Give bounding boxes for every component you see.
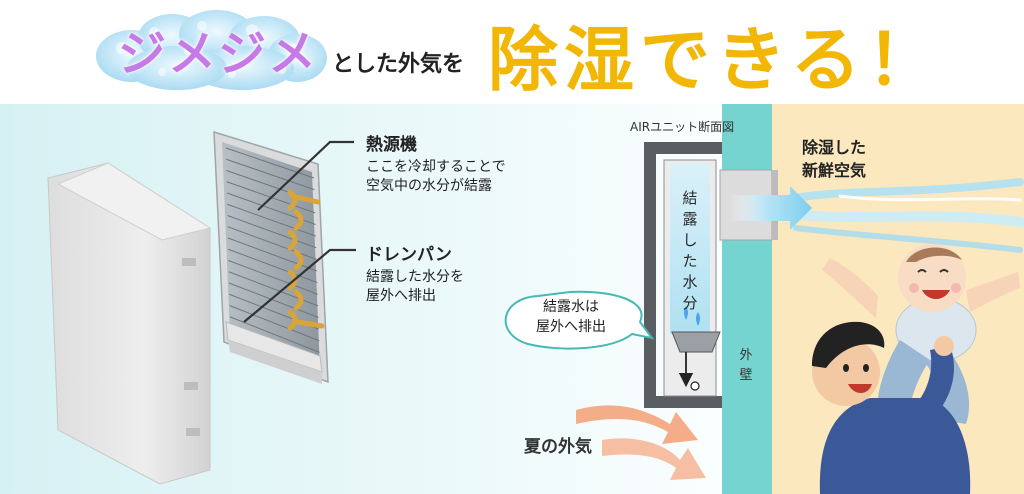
title-middle: とした外気を (332, 52, 465, 77)
fin-line (225, 147, 315, 179)
label-drain-pan-title: ドレンパン (366, 245, 452, 265)
fresh-air-arrow (728, 186, 812, 230)
fin-line (229, 305, 320, 342)
fin-line (227, 203, 317, 237)
copper-tube-bend (287, 189, 298, 211)
unit-cover (47, 162, 212, 485)
label-heat-source-title: 熱源機 (366, 135, 417, 155)
header: ジメジメ とした外気を 除湿できる！ (0, 0, 1024, 104)
wall-label: 外壁 (739, 348, 753, 383)
air-unit-section (644, 142, 722, 408)
outer-wall (722, 104, 772, 494)
fin-line (226, 158, 315, 191)
copper-pipe-inlet (289, 193, 321, 205)
bubble-line-2: 屋外へ排出 (536, 319, 606, 335)
copper-tube-bend (287, 309, 298, 331)
fin-line (227, 237, 318, 272)
summer-air-label: 夏の外気 (524, 437, 592, 457)
speech-bubble (504, 290, 655, 350)
cloud-shape (96, 10, 327, 90)
condensation-vertical-label: 結露した水分 (682, 189, 698, 312)
title-emphasis: 除湿できる！ (488, 19, 943, 101)
leader-heat-source (257, 140, 354, 211)
drain-pan (225, 321, 323, 384)
fin-line (228, 248, 318, 284)
fin-line (228, 282, 319, 318)
copper-pipe-outlet (295, 319, 325, 329)
copper-tube-bend (293, 249, 304, 271)
title-jimejime: ジメジメ (118, 26, 319, 82)
fresh-air-label: 除湿した 新鮮空気 (802, 136, 866, 182)
label-heat-source-desc-2: 空気中の水分が結露 (366, 178, 492, 194)
bubble-line-1: 結露水は (543, 299, 599, 315)
unit-section-title: AIRユニット断面図 (630, 120, 735, 134)
copper-tube-bend (293, 209, 304, 231)
fin-line (227, 226, 317, 260)
label-drain-pan-desc-1: 結露した水分を (366, 269, 464, 285)
label-drain-pan-desc-2: 屋外へ排出 (366, 288, 436, 304)
bubble-text: 結露水は 屋外へ排出 (510, 297, 632, 337)
fresh-air-stream (780, 178, 1024, 253)
copper-tube-bend (287, 229, 298, 251)
copper-tube-bend (293, 289, 304, 311)
fin-line (227, 215, 317, 249)
father-illustration (812, 321, 971, 494)
fin-line (228, 260, 318, 295)
leader-drain-pan (243, 248, 356, 323)
fresh-air-line-1: 除湿した (802, 138, 867, 157)
summer-air-arrows (576, 405, 706, 480)
label-heat-source-desc-1: ここを冷却することで (366, 159, 506, 175)
fresh-air-line-2: 新鮮空気 (802, 161, 867, 180)
